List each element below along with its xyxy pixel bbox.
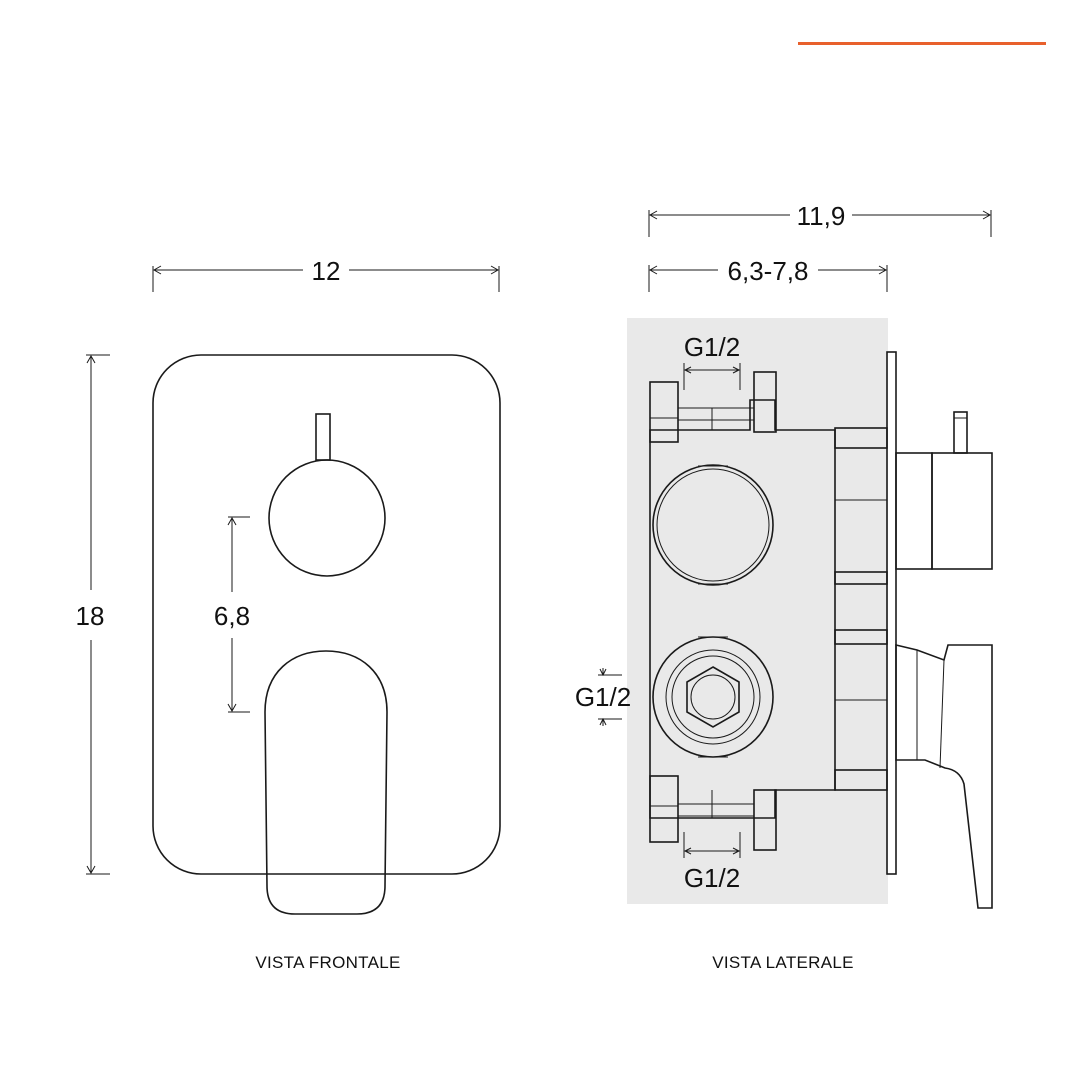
lower-port (652, 636, 774, 758)
diverter-knob (268, 413, 386, 577)
center-distance-label: 6,8 (214, 601, 250, 631)
front-height-label: 18 (76, 601, 105, 631)
total-depth-dimension: 11,9 (648, 201, 992, 237)
side-view-caption: VISTA LATERALE (712, 953, 854, 972)
wall-cavity-panel (627, 318, 888, 904)
side-connection-label: G1/2 (575, 682, 631, 712)
side-mixer-lever (895, 643, 993, 909)
accent-bar (798, 42, 1046, 45)
total-depth-label: 11,9 (797, 201, 846, 231)
front-height-dimension: 18 (76, 354, 110, 875)
center-distance-dimension: 6,8 (214, 516, 250, 713)
top-connection-dimension: G1/2 (683, 332, 741, 390)
side-view: 11,9 6,3-7,8 (575, 201, 993, 972)
bottom-connection-dimension: G1/2 (683, 832, 741, 893)
side-diverter-knob (895, 411, 993, 570)
front-width-label: 12 (312, 256, 341, 286)
body-depth-dimension: 6,3-7,8 (648, 256, 888, 292)
side-connection-dimension: G1/2 (575, 668, 631, 726)
top-connection-label: G1/2 (684, 332, 740, 362)
side-cover-plate (886, 351, 897, 875)
front-width-dimension: 12 (152, 256, 500, 292)
body-depth-label: 6,3-7,8 (728, 256, 809, 286)
upper-port (652, 464, 774, 586)
front-view: 12 18 6,8 (76, 256, 501, 972)
cover-plate (152, 354, 501, 875)
mixer-lever (264, 650, 388, 915)
front-view-caption: VISTA FRONTALE (255, 953, 400, 972)
bottom-connection-label: G1/2 (684, 863, 740, 893)
